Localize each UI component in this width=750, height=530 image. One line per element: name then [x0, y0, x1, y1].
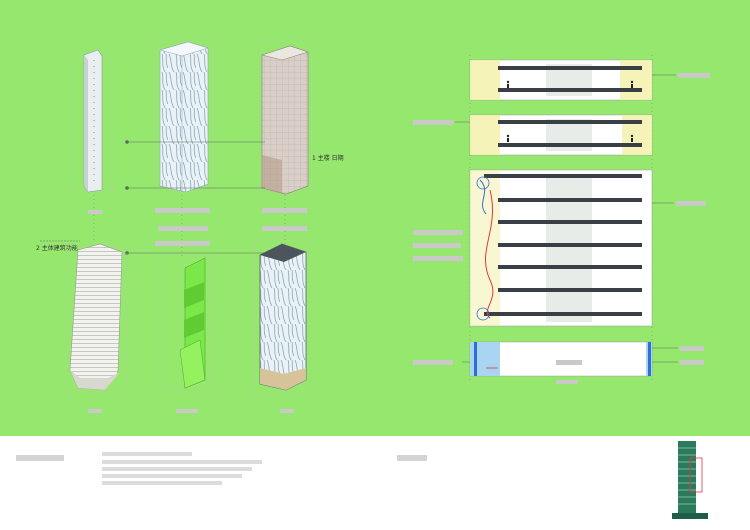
tower-final-diagram — [254, 239, 311, 396]
blurred-labels-mid — [88, 208, 307, 246]
tower-core-diagram — [69, 49, 113, 193]
footer-tower-thumbnail — [672, 441, 708, 519]
connector-lines — [40, 140, 265, 255]
leader-lines — [455, 74, 678, 363]
tower-facade-diagram — [154, 39, 216, 193]
person-icon — [506, 80, 634, 142]
axis-lines — [93, 195, 286, 258]
tower-annotation-1: 1 主楼 日期 — [312, 154, 344, 162]
blurred-labels-right — [413, 73, 710, 384]
section-diagrams — [469, 55, 653, 380]
tower-annotation-2: 2 主体建筑功能 — [36, 244, 78, 252]
tower-green-diagram — [159, 254, 211, 391]
blurred-captions-bottom — [88, 409, 294, 413]
footer-text-blocks — [16, 452, 427, 485]
fan-icon — [476, 176, 490, 190]
tower-grid-diagram — [257, 39, 314, 195]
fan-icon — [476, 307, 490, 321]
tower-stack-diagram — [66, 243, 128, 394]
